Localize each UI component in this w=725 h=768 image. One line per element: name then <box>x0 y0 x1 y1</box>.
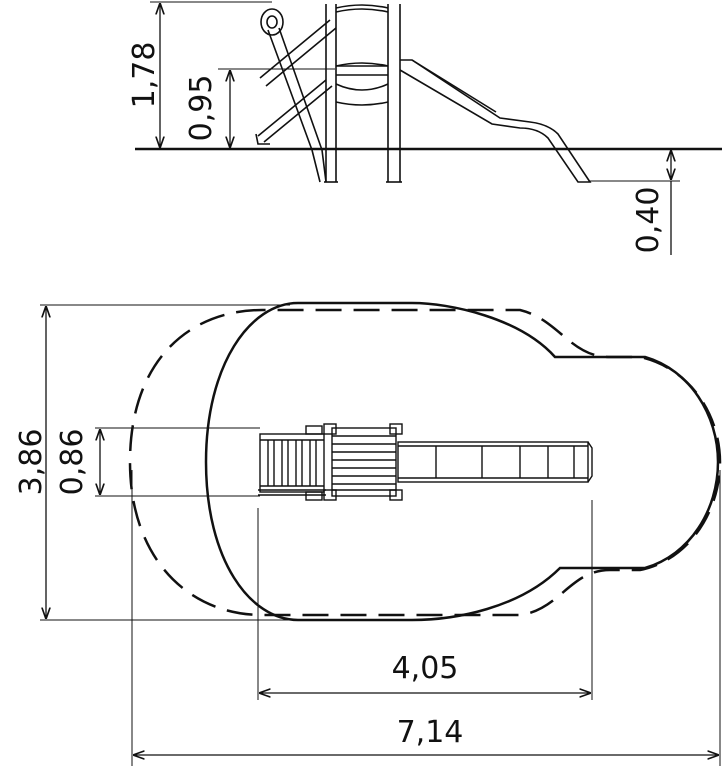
side-elevation: 1,78 0,95 0,40 <box>127 1 722 255</box>
total-length-dimension-label: 7,14 <box>397 715 464 750</box>
ladder-rail <box>267 27 323 151</box>
tower-panel <box>335 4 389 13</box>
height-dimension-label: 1,78 <box>127 42 162 109</box>
width-dimension-label: 3,86 <box>14 429 49 496</box>
slide-plan-view <box>258 423 593 501</box>
plan-view: 3,86 0,86 4,05 7,14 <box>14 301 722 766</box>
inner-length-dimension-label: 4,05 <box>392 651 459 686</box>
platform-plan <box>331 427 397 497</box>
platform <box>335 65 389 106</box>
outer-safety-zone <box>128 308 722 617</box>
slide-chute-plan <box>397 441 589 483</box>
platform-height-dimension-label: 0,95 <box>184 75 219 142</box>
slide-chute <box>399 59 592 183</box>
ladder-frame <box>257 19 337 143</box>
inner-safety-zone <box>204 301 720 622</box>
handle-loop <box>260 8 284 36</box>
depth-dimension-label: 0,40 <box>631 187 666 254</box>
slide-side-view <box>255 4 592 183</box>
slide-width-dimension-label: 0,86 <box>55 429 90 496</box>
ladder-plan <box>259 433 325 493</box>
tower-posts <box>325 4 401 182</box>
